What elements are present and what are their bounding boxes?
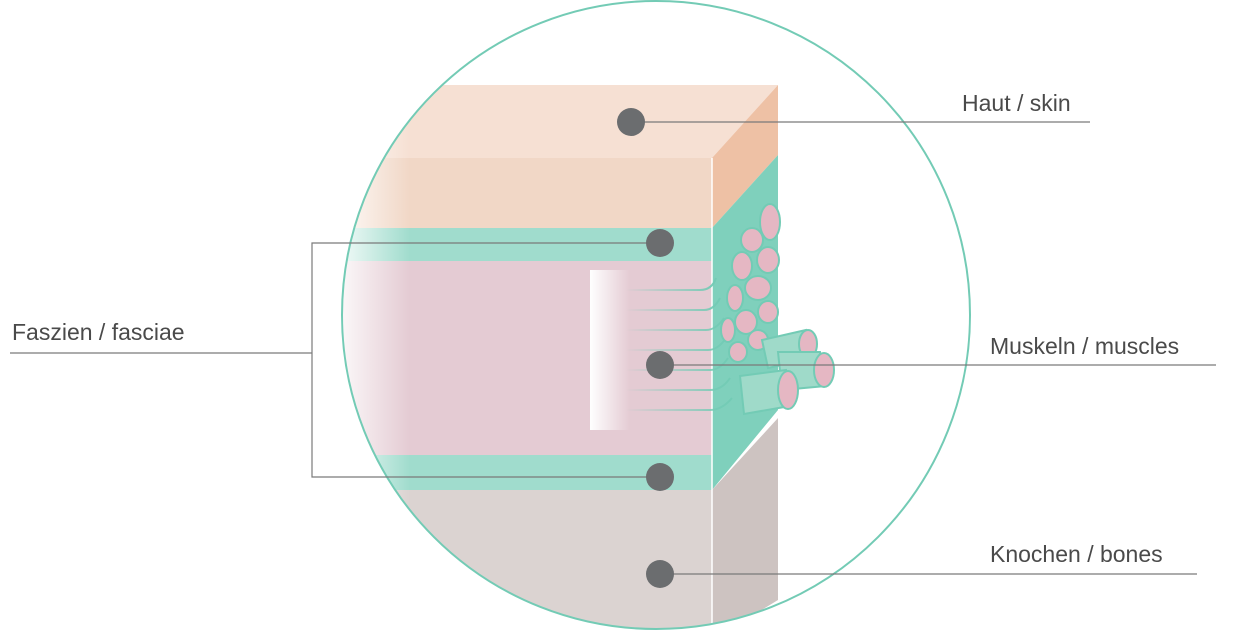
marker-upper-fascia (646, 229, 674, 257)
bone-layer (330, 490, 712, 632)
label-bones: Knochen / bones (990, 543, 1163, 566)
label-muscles: Muskeln / muscles (990, 335, 1179, 358)
label-skin: Haut / skin (962, 92, 1071, 115)
marker-lower-fascia (646, 463, 674, 491)
marker-skin (617, 108, 645, 136)
tissue-block (330, 60, 834, 632)
fiber-fade (590, 270, 630, 430)
label-fascia: Faszien / fasciae (12, 321, 185, 344)
left-fade (330, 60, 410, 632)
marker-muscles (646, 351, 674, 379)
marker-bones (646, 560, 674, 588)
